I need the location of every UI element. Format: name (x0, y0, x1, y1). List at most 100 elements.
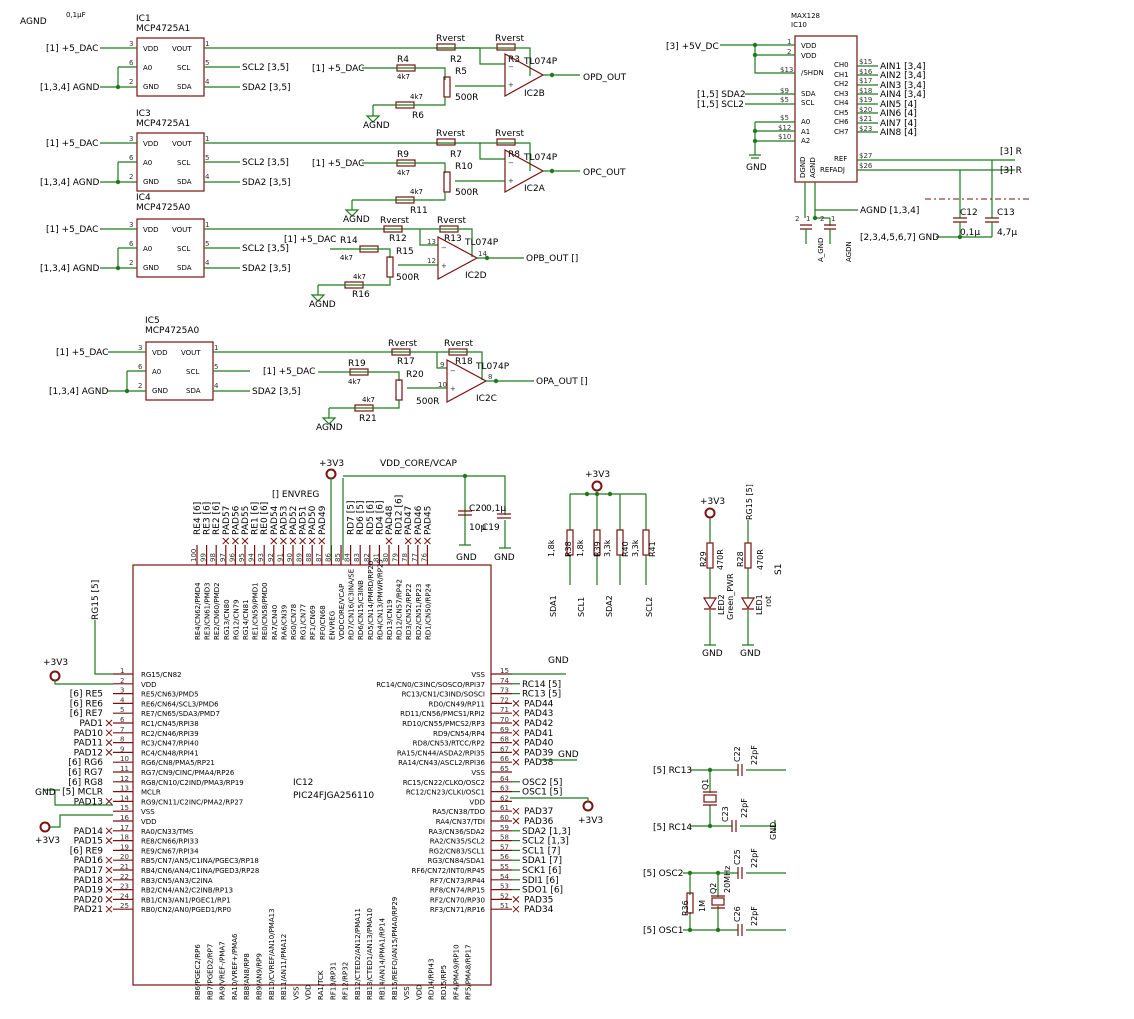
r7-value: Rverst (436, 129, 466, 139)
ic3-pin-vout: VOUT (172, 140, 192, 148)
r5-value: 500R (455, 93, 478, 103)
pic-right-signal: PAD40 (524, 739, 554, 749)
pic-right-signal: PAD41 (524, 729, 553, 739)
pic-right-pin-num: 68 (500, 736, 509, 744)
svg-text:$16: $16 (859, 68, 873, 76)
pic-left-signal: [6] RG8 (68, 778, 103, 788)
ic2a-part: TL074P (523, 153, 558, 163)
pic-right-pin-name: RD8/CN53/RTCC/RP2 (413, 740, 485, 748)
pic-right-pin-name: RC13/CN1/C3IND/SOSCI (402, 691, 485, 699)
pic-top-signal: RE0 [6] (260, 502, 270, 535)
svg-text:3: 3 (129, 40, 133, 48)
r9-5v-net: [1] +5_DAC (312, 159, 364, 169)
pic-left-pin-num: 17 (120, 824, 129, 832)
pic-right-signal: PAD39 (524, 748, 554, 758)
rc14-net: [5] RC14 (653, 823, 692, 833)
pic-left-pin-num: 9 (120, 745, 124, 753)
pic-top-signal: PAD49 (318, 505, 328, 535)
ain4-net: AIN4 [3,4] (880, 90, 925, 100)
r4-label: R4 (397, 55, 409, 65)
pic-top-pin-name: RE2/CN60/PMD2 (213, 582, 221, 640)
p3v3-left-icon (49, 670, 61, 682)
r2-body (436, 43, 456, 51)
pic-left-signal: PAD15 (74, 837, 103, 847)
svg-text:1: 1 (205, 40, 209, 48)
pic-right-signal: PAD42 (524, 719, 553, 729)
rg15-left-label: RG15 [5] (91, 580, 101, 620)
pic-left-pin-num: 3 (120, 687, 124, 695)
pic-top-signal: RD7 [5] (347, 500, 357, 535)
pic-right-pin-name: RF2/CN70/RP30 (430, 896, 485, 904)
p3v3-pullup-icon (591, 480, 603, 492)
r7-label: R7 (450, 150, 462, 160)
max-pin-vdd1: VDD (801, 42, 817, 50)
pic-right-pin-num: 73 (500, 687, 509, 695)
r36-body (686, 892, 694, 914)
c20-gnd: GND (456, 553, 477, 563)
r10-label: R10 (455, 162, 473, 172)
pic-left-pin-name: VDD (141, 681, 157, 689)
pic-left-pin-name: RC4/CN48/RPI41 (141, 749, 199, 757)
svg-text:$12: $12 (778, 124, 791, 132)
r39-value: 1,8k (576, 539, 585, 557)
pic-top-pin-name: VDDCORE/VCAP (338, 584, 346, 640)
ic1-pin-vout: VOUT (172, 45, 192, 53)
pic-right-signal: SCL2 [1,3] (522, 837, 569, 847)
no-connect-icon (105, 905, 113, 913)
c12-value: 0,1µ (960, 228, 980, 238)
c22-label: C22 (733, 746, 742, 762)
r4-value: 4k7 (397, 73, 410, 81)
pic-left-pin-num: 7 (120, 726, 124, 734)
svg-text:$9: $9 (780, 87, 789, 95)
pic-bottom-pin-name: RF5/PMA8/RP17 (465, 944, 473, 1000)
svg-text:4: 4 (205, 78, 210, 86)
ic5-pin-a0: A0 (152, 368, 161, 376)
r41-value: 3,3k (631, 539, 640, 557)
max-pin-sda: SDA (801, 90, 816, 98)
pic-top-pin-name: RG1/CN77 (300, 604, 308, 640)
pic-right-pin-name: RG2/CN83/SCL1 (429, 847, 485, 855)
ic5-pin-sda: SDA (186, 387, 201, 395)
pic-right-pin-num: 61 (500, 804, 509, 812)
pic-top-signal: PAD51 (299, 506, 309, 535)
s1-label: S1 (774, 564, 784, 575)
pic-left-pin-name: RB3/CN5/AN3/C2INA (141, 877, 213, 885)
pic-right-pin-name: RA5/CN38/TDO (432, 808, 485, 816)
pic-left-signal: PAD20 (74, 895, 104, 905)
c19-label: C19 (482, 523, 500, 533)
led2-value: Green_PWR (726, 573, 735, 620)
pic-left-signal: [5] MCLR (62, 788, 103, 798)
ic1-pin-gnd: GND (143, 83, 159, 91)
pic-right-signal: SCK1 [6] (522, 866, 561, 876)
pic-left-pin-num: 10 (120, 755, 129, 763)
ic4-pin-vdd: VDD (143, 226, 159, 234)
r4-5v-net: [1] +5_DAC (312, 64, 364, 74)
pic-left-pin-num: 21 (120, 863, 129, 871)
pic-bottom-pin-name: VDD (415, 984, 423, 1000)
no-connect-icon (318, 537, 326, 545)
pic-bottom-pin-name: RB11/AN11/PMA12 (280, 934, 288, 1000)
ic3-pin-scl: SCL (177, 159, 190, 167)
ic2b-part: TL074P (523, 57, 558, 67)
ic4-ref: IC4 (136, 193, 151, 203)
r40-body (616, 529, 624, 556)
pic-top-pin-name: RE1/CN59/PMD1 (252, 582, 260, 640)
pic-right-pin-num: 58 (500, 834, 509, 842)
pic-top-pin-num: 90 (286, 553, 294, 562)
pic-left-pin-name: RB0/CN2/AN0/PGED1/RP0 (141, 906, 231, 914)
pic-left-pin-num: 15 (120, 804, 129, 812)
pic-top-signal: PAD52 (289, 506, 299, 535)
no-connect-icon (512, 729, 520, 737)
pic-top-signal: RD6 [5] (356, 500, 366, 535)
max-sda-net: [1,5] SDA2 (697, 90, 746, 100)
max128-part: MAX128 (791, 12, 820, 20)
r6-value: 4k7 (410, 93, 423, 101)
a-gnd-label: A_GND (817, 238, 825, 262)
svg-text:−: − (450, 367, 456, 375)
q2-value: 20MHz (723, 866, 732, 893)
ic4-pin-gnd: GND (143, 264, 159, 272)
pic-left-pin-name: RG6/CN8/PMA5/RP21 (141, 759, 215, 767)
svg-text:1: 1 (806, 215, 810, 223)
r8-value: Rverst (495, 129, 525, 139)
